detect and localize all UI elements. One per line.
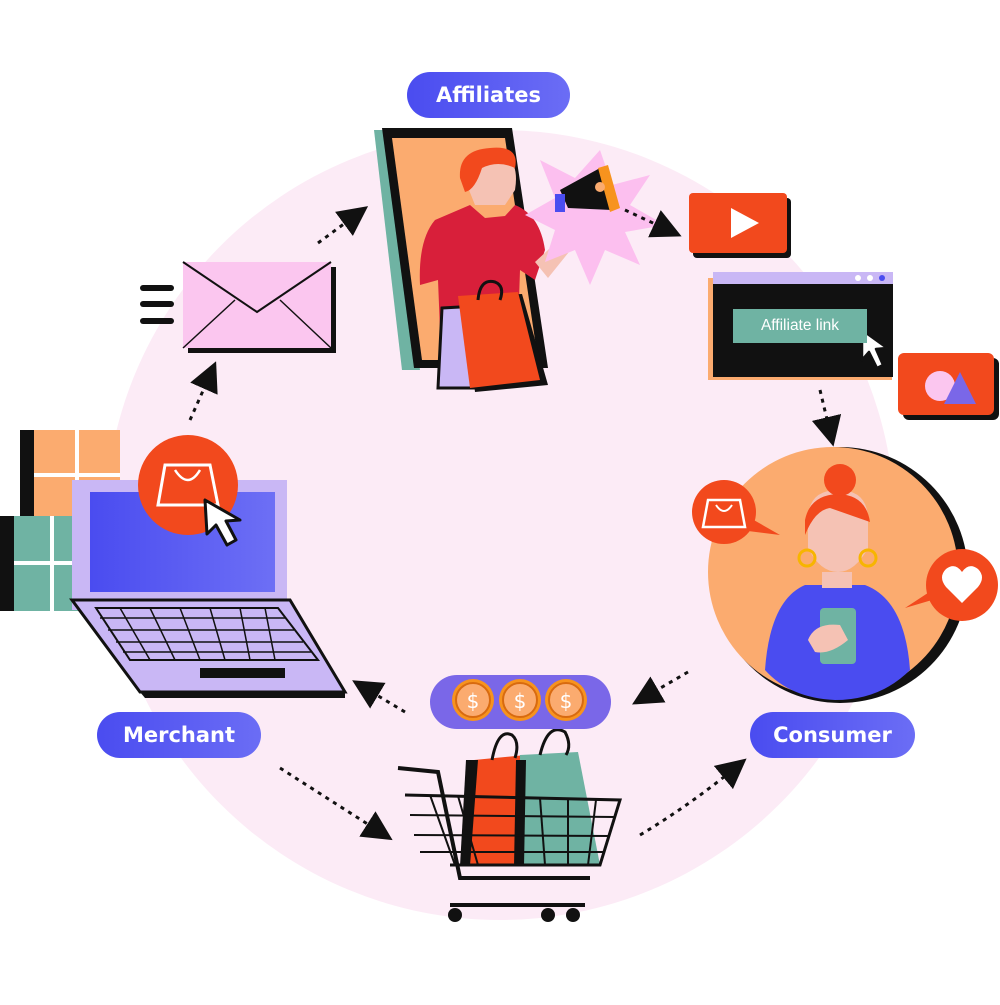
arrow-cart-to-consumer — [639, 758, 747, 837]
arrow-envelope-to-affiliates — [317, 206, 369, 245]
coins-group: $ $ $ — [430, 675, 611, 729]
consumer-illustration — [708, 447, 968, 703]
coin-symbol: $ — [560, 689, 573, 713]
heart-icon — [905, 549, 998, 621]
megaphone-icon — [525, 150, 665, 285]
cursor-icon — [203, 498, 242, 547]
coin-icon — [545, 679, 587, 721]
coin-icon — [452, 679, 494, 721]
coin-icon — [499, 679, 541, 721]
merchant-label: Merchant — [97, 712, 261, 758]
arrow-affiliates-to-video — [624, 208, 682, 238]
laptop-icon — [69, 480, 348, 698]
coin-symbol: $ — [514, 689, 527, 713]
shopping-bag-icon — [436, 279, 548, 392]
arrow-link-to-consumer — [811, 389, 842, 447]
affiliate-link-label[interactable]: Affiliate link — [733, 309, 867, 343]
play-icon — [689, 193, 791, 258]
consumer-label: Consumer — [750, 712, 915, 758]
arrow-merchant-to-cart — [279, 766, 393, 841]
coin-symbol: $ — [467, 689, 480, 713]
flow-arrows — [188, 206, 842, 841]
shopping-cart-icon — [397, 728, 623, 922]
menu-lines-icon — [140, 285, 174, 324]
cursor-icon — [860, 328, 889, 370]
shopping-bag-icon — [692, 480, 780, 544]
envelope-icon — [182, 261, 336, 353]
shapes-icon — [898, 353, 999, 420]
affiliates-label: Affiliates — [407, 72, 570, 118]
phone-icon — [808, 608, 856, 664]
arrow-coins-to-merchant — [352, 680, 406, 714]
